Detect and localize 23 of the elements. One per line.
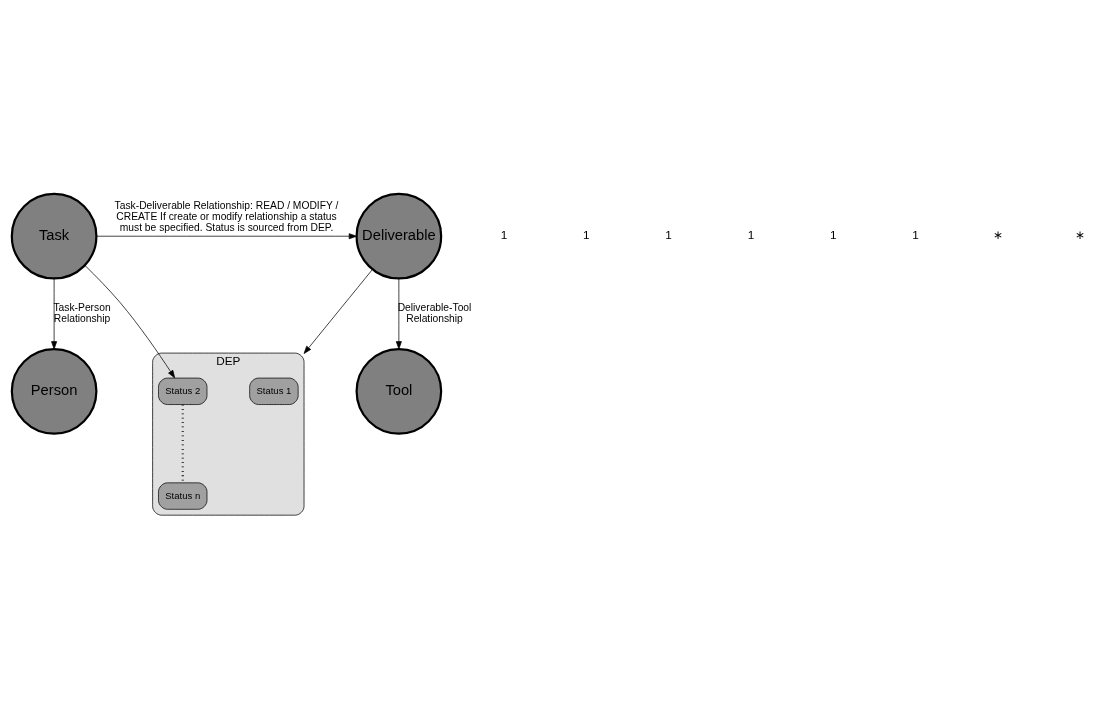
- edge-label: Task-Person Relationship: [53, 301, 111, 324]
- node-circle: Person: [10, 347, 98, 435]
- arrow: [395, 277, 402, 349]
- label: 1: [912, 227, 919, 241]
- arrow: [51, 277, 58, 349]
- label: 1: [665, 227, 672, 241]
- edge-label: Deliverable-Tool Relationship: [397, 301, 472, 324]
- node-circle: Deliverable: [355, 192, 443, 280]
- label: ∗: [1075, 227, 1086, 241]
- label: ∗: [992, 227, 1003, 241]
- label: 1: [830, 227, 837, 241]
- arrow: [303, 268, 373, 354]
- node-circle: Task: [10, 192, 98, 280]
- node-box: Status 1: [249, 377, 299, 405]
- node-box: Status n: [158, 481, 208, 510]
- node-circle: Tool: [355, 347, 443, 435]
- arrow: [84, 264, 176, 378]
- arrow: [96, 232, 357, 239]
- label: 1: [583, 227, 590, 241]
- label: 1: [747, 227, 755, 241]
- label: 1: [500, 227, 508, 241]
- edge-label: Task-Deliverable Relationship: READ / MODIFY / CREATE If create or modify relationship a status must be specified. Status is sourced from DEP.: [114, 199, 339, 233]
- node-box: Status 2: [158, 377, 208, 405]
